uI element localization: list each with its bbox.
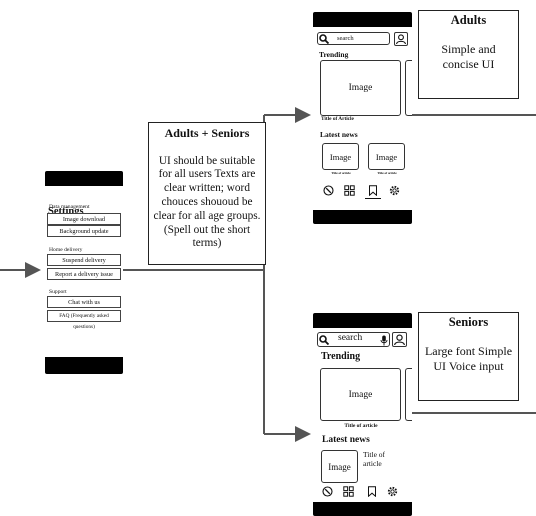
section-support: Support	[49, 289, 67, 295]
grid-icon[interactable]	[344, 185, 355, 196]
adult-trending-caption: Title of Article	[321, 116, 354, 122]
senior-trending-heading: Trending	[321, 351, 361, 362]
adult-latest-image-2[interactable]: Image	[368, 143, 405, 170]
senior-trending-image[interactable]: Image	[320, 368, 401, 421]
faq-item[interactable]: FAQ (Frequently asked questions)	[47, 310, 121, 330]
compass-icon[interactable]	[322, 486, 333, 497]
user-icon	[395, 34, 407, 45]
bookmark-icon[interactable]	[368, 185, 378, 196]
note-seniors: Seniors Large font Simple UI Voice input	[418, 312, 519, 401]
grid-icon[interactable]	[343, 486, 354, 497]
senior-search-bar[interactable]: search	[317, 332, 390, 347]
suspend-delivery-item[interactable]: Suspend delivery	[47, 254, 121, 266]
search-icon	[319, 34, 329, 44]
background-update-item[interactable]: Background update	[47, 225, 121, 237]
bookmark-icon[interactable]	[367, 486, 377, 497]
adult-latest-caption-1: Title of article	[331, 171, 351, 175]
adult-latest-caption-2: Title of article	[377, 171, 397, 175]
senior-profile-button[interactable]	[392, 332, 407, 347]
adult-latest-heading: Latest news	[320, 130, 358, 139]
adult-trending-image-label: Image	[348, 83, 373, 93]
adult-search-placeholder: search	[337, 35, 354, 42]
gear-icon[interactable]	[389, 185, 400, 196]
adult-screen: search Trending Image Title of Article L…	[313, 27, 412, 210]
note-adults-body: Simple and concise UI	[441, 42, 496, 71]
image-download-item[interactable]: Image download	[47, 213, 121, 225]
note-adults-seniors-body: UI should be suitable for all users Text…	[153, 154, 261, 250]
note-adults-seniors-title: Adults + Seniors	[164, 126, 250, 140]
senior-latest-caption: Title of article	[363, 450, 386, 468]
senior-screen: search Trending Image Title of article L…	[313, 328, 412, 502]
gear-icon[interactable]	[387, 486, 398, 497]
microphone-icon[interactable]	[380, 335, 388, 346]
settings-title: Settings	[48, 206, 84, 217]
chat-with-us-item[interactable]: Chat with us	[47, 296, 121, 308]
adult-search-bar[interactable]: search	[317, 32, 390, 45]
compass-icon[interactable]	[323, 185, 334, 196]
senior-trending-caption: Title of article	[344, 423, 378, 429]
search-icon	[319, 335, 329, 345]
senior-trending-image-label: Image	[348, 389, 373, 400]
senior-latest-image-label: Image	[328, 461, 351, 472]
note-adults-seniors: Adults + Seniors UI should be suitable f…	[148, 122, 266, 265]
adult-profile-button[interactable]	[394, 32, 408, 46]
adult-trending-next-card[interactable]	[405, 60, 412, 116]
adult-latest-image-2-label: Image	[375, 151, 398, 162]
section-data-management: Data management	[49, 204, 90, 210]
settings-screen: Settings Data management Image download …	[45, 186, 123, 357]
senior-latest-image[interactable]: Image	[321, 450, 358, 483]
active-tab-indicator	[365, 198, 381, 199]
adult-trending-heading: Trending	[319, 50, 349, 59]
adult-latest-image-1-label: Image	[329, 151, 352, 162]
senior-search-placeholder: search	[338, 333, 363, 343]
user-icon	[394, 334, 405, 346]
adult-latest-image-1[interactable]: Image	[322, 143, 359, 170]
note-adults-title: Adults	[450, 13, 487, 27]
note-seniors-title: Seniors	[448, 315, 489, 329]
section-home-delivery: Home delivery	[49, 247, 83, 253]
adult-trending-image[interactable]: Image	[320, 60, 401, 116]
note-seniors-body: Large font Simple UI Voice input	[424, 344, 513, 373]
senior-latest-heading: Latest news	[322, 435, 370, 445]
note-adults: Adults Simple and concise UI	[418, 10, 519, 99]
report-delivery-issue-item[interactable]: Report a delivery issue	[47, 268, 121, 280]
senior-trending-next-card[interactable]	[405, 368, 412, 421]
